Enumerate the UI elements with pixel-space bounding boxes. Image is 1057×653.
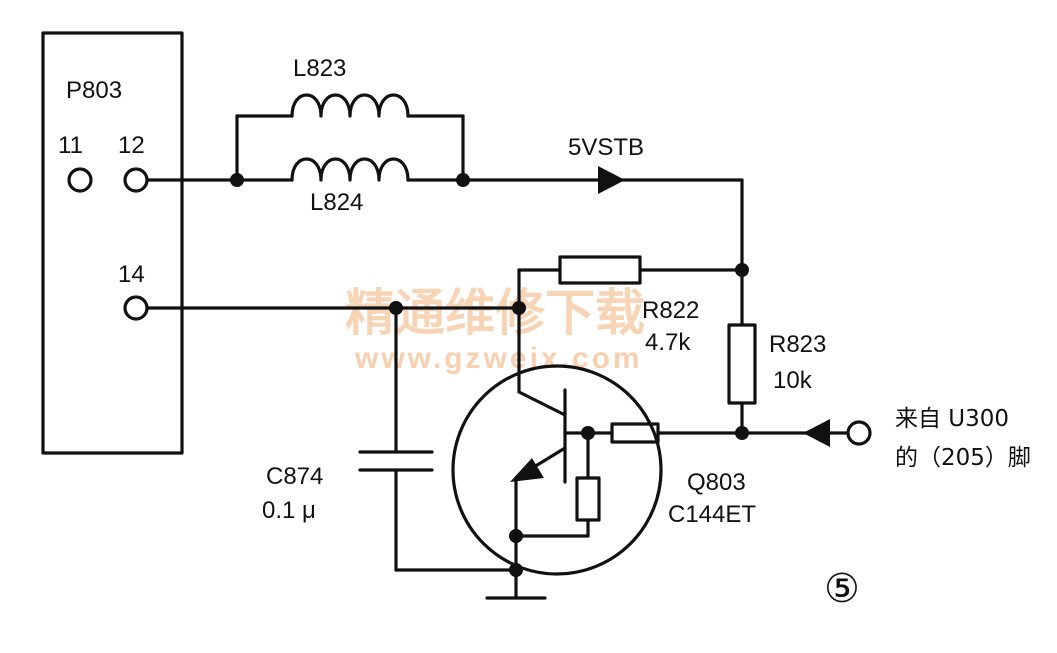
input-terminal	[846, 420, 872, 446]
watermark-url: www.gzweix.com	[354, 342, 643, 375]
c874-ref: C874	[266, 463, 323, 490]
transistor-envelope	[451, 364, 663, 576]
figure-number: ⑤	[824, 566, 860, 612]
inductor-coil	[290, 157, 410, 182]
base-emitter-resistor	[575, 476, 601, 522]
q803-part: C144ET	[668, 501, 756, 528]
watermark-text: 精通维修下载	[345, 284, 645, 342]
resistor-r822: R822 4.7k	[517, 255, 749, 356]
rail-label: 5VSTB	[568, 134, 644, 161]
input-label-line2: 的（205）脚	[895, 445, 1031, 471]
input-label-line1: 来自 U300	[895, 406, 1009, 432]
inductor-l824: L824	[290, 157, 410, 216]
connector-p803: P803 11 12 14	[41, 31, 184, 455]
inductor-l823: L823	[290, 55, 410, 118]
pin-14-label: 14	[118, 261, 145, 288]
rail-arrow	[598, 166, 625, 194]
pin-12-terminal	[123, 167, 149, 193]
r823-ref: R823	[769, 331, 826, 358]
input-signal: 来自 U300 的（205）脚	[658, 406, 1031, 471]
inductor-label-l823: L823	[293, 55, 346, 82]
pin-12-label: 12	[118, 132, 145, 159]
inductor-coil	[290, 93, 410, 118]
resistor-r823: R823 10k	[727, 268, 826, 440]
ground-symbol	[485, 593, 547, 600]
transistor-q803: Q803 C144ET	[451, 364, 756, 597]
resistor-body	[558, 255, 642, 285]
r822-ref: R822	[642, 297, 699, 324]
r822-value: 4.7k	[645, 329, 691, 356]
pin-14-terminal	[123, 295, 149, 321]
connector-label: P803	[66, 77, 122, 104]
junction-dot	[230, 173, 244, 187]
input-arrow	[803, 419, 830, 447]
watermark: 精通维修下载 www.gzweix.com	[345, 284, 645, 375]
connector-body	[41, 31, 184, 455]
junction-dot	[456, 173, 470, 187]
pin-11-label: 11	[58, 132, 83, 159]
resistor-body	[727, 323, 757, 405]
q803-ref: Q803	[687, 469, 746, 496]
capacitor-c874: C874 0.1 μ	[262, 306, 518, 572]
r823-value: 10k	[773, 367, 813, 394]
rail-5vstb: 5VSTB	[145, 114, 744, 272]
pin-11-terminal	[67, 167, 93, 193]
c874-value: 0.1 μ	[262, 497, 316, 524]
junction-dot	[509, 563, 523, 577]
inductor-label-l824: L824	[310, 189, 363, 216]
emitter-arrow	[510, 458, 544, 482]
